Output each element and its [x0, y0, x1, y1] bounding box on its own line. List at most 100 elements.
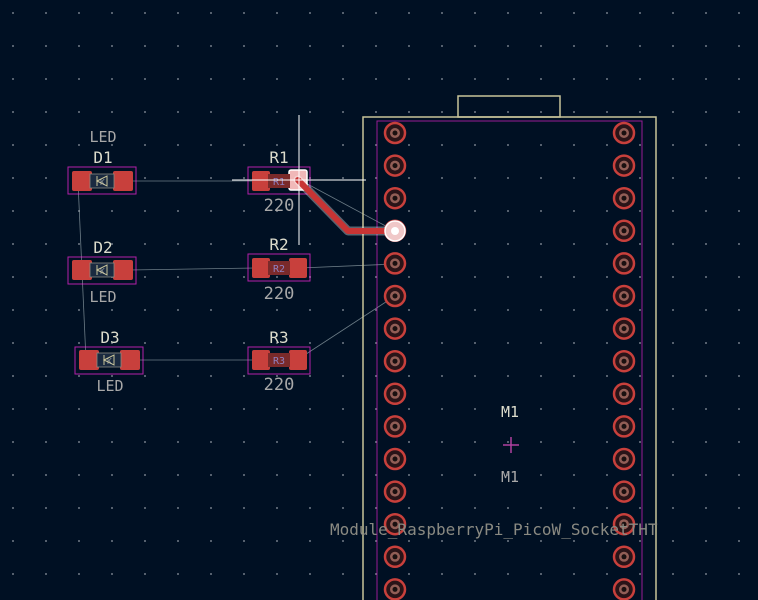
grid-dot — [606, 474, 608, 476]
footprint-r2[interactable]: R2 R2 220 — [247, 235, 311, 304]
m1-pin-hole — [621, 130, 627, 136]
grid-dot — [540, 45, 542, 47]
grid-dot — [606, 507, 608, 509]
grid-dot — [177, 342, 179, 344]
r2-pad-2[interactable] — [289, 258, 307, 278]
grid-dot — [375, 507, 377, 509]
grid-dot — [375, 573, 377, 575]
m1-pin-hole — [392, 260, 398, 266]
grid-dot — [78, 12, 80, 14]
footprint-r3[interactable]: R3 R3 220 — [247, 328, 311, 395]
grid-dot — [177, 540, 179, 542]
grid-dot — [441, 507, 443, 509]
grid-dot — [639, 78, 641, 80]
grid-dot — [540, 441, 542, 443]
grid-dot — [540, 111, 542, 113]
grid-dot — [375, 540, 377, 542]
footprint-m1[interactable]: M1 M1 Module_RaspberryPi_PicoW_SocketTHT — [330, 95, 658, 600]
d3-diode-icon — [102, 354, 115, 366]
grid-dot — [78, 144, 80, 146]
r3-fab-label: R3 — [273, 356, 285, 367]
m1-pin-hole — [621, 489, 627, 495]
grid-dot — [111, 210, 113, 212]
grid-dot — [12, 276, 14, 278]
m1-pin-hole — [392, 326, 398, 332]
grid-dot — [738, 408, 740, 410]
footprint-d2[interactable]: D2 K LED — [67, 238, 137, 306]
r3-pad-2[interactable] — [289, 350, 307, 370]
m1-pins-left — [383, 121, 407, 600]
grid-dot — [738, 111, 740, 113]
grid-dot — [672, 243, 674, 245]
d2-pad-2[interactable] — [113, 260, 133, 280]
m1-footprint-name: Module_RaspberryPi_PicoW_SocketTHT — [330, 520, 658, 539]
grid-dot — [177, 144, 179, 146]
d3-pad-1[interactable] — [79, 350, 99, 370]
grid-dot — [78, 408, 80, 410]
grid-dot — [606, 78, 608, 80]
grid-dot — [540, 507, 542, 509]
d3-value: LED — [96, 377, 123, 395]
grid-dot — [474, 540, 476, 542]
grid-dot — [45, 243, 47, 245]
m1-pin-hole — [621, 260, 627, 266]
m1-pin-hole — [621, 358, 627, 364]
grid-dot — [540, 210, 542, 212]
grid-dot — [672, 276, 674, 278]
d1-pad-2[interactable] — [113, 171, 133, 191]
d2-diode-icon — [95, 264, 108, 276]
grid-dot — [573, 375, 575, 377]
track-r1-to-pin[interactable] — [293, 175, 406, 242]
grid-dot — [111, 243, 113, 245]
grid-dot — [507, 45, 509, 47]
grid-dot — [573, 507, 575, 509]
footprint-d3[interactable]: D3 K LED — [74, 328, 144, 395]
grid-dot — [540, 342, 542, 344]
grid-dot — [276, 441, 278, 443]
m1-value: M1 — [501, 468, 519, 486]
grid-dot — [111, 78, 113, 80]
d2-pad-1[interactable] — [72, 260, 92, 280]
grid-dot — [573, 540, 575, 542]
grid-dot — [78, 342, 80, 344]
grid-dot — [45, 474, 47, 476]
grid-dot — [672, 210, 674, 212]
grid-dot — [243, 144, 245, 146]
r1-pad-1[interactable] — [252, 171, 270, 191]
grid-dot — [276, 540, 278, 542]
grid-dot — [243, 375, 245, 377]
grid-dot — [705, 111, 707, 113]
grid-dot — [672, 573, 674, 575]
grid-dot — [606, 408, 608, 410]
grid-dot — [441, 210, 443, 212]
grid-dot — [474, 177, 476, 179]
grid-dot — [507, 210, 509, 212]
footprint-d1[interactable]: LED D1 K — [67, 128, 137, 195]
m1-pin-hole — [621, 195, 627, 201]
r3-reference: R3 — [269, 328, 288, 347]
grid-dot — [573, 474, 575, 476]
ratsnest — [77, 179, 396, 361]
grid-dot — [573, 12, 575, 14]
grid-dot — [144, 507, 146, 509]
grid-dot — [276, 111, 278, 113]
r1-reference: R1 — [269, 148, 288, 167]
grid-dot — [78, 309, 80, 311]
r2-pad-1[interactable] — [252, 258, 270, 278]
grid-dot — [441, 408, 443, 410]
r3-pad-1[interactable] — [252, 350, 270, 370]
grid-dot — [573, 573, 575, 575]
d3-pad-2[interactable] — [120, 350, 140, 370]
grid-dot — [111, 540, 113, 542]
grid-dot — [573, 144, 575, 146]
r3-courtyard — [247, 346, 311, 375]
grid-dot — [342, 276, 344, 278]
d1-pad-1[interactable] — [72, 171, 92, 191]
grid-dot — [309, 243, 311, 245]
grid-dot — [738, 276, 740, 278]
grid-dot — [111, 309, 113, 311]
grid-dot — [12, 45, 14, 47]
grid-dot — [705, 573, 707, 575]
